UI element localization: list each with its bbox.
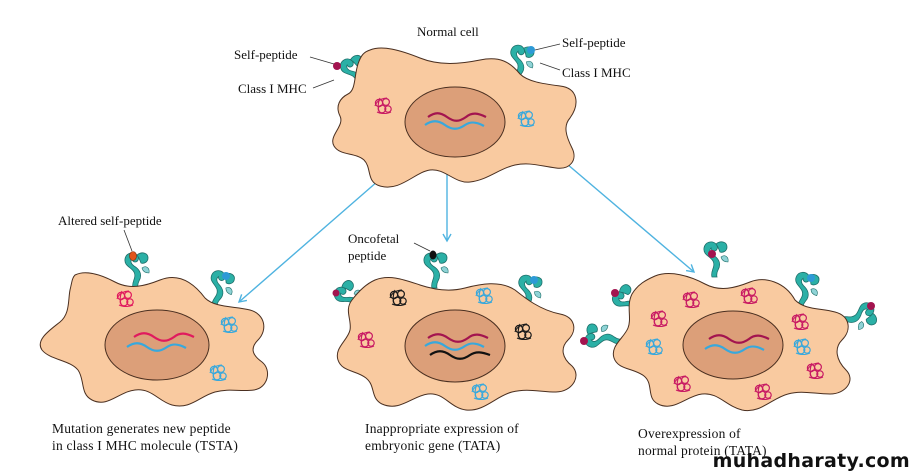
nucleus <box>404 86 506 158</box>
label-oncofetal-line2: peptide <box>348 248 387 263</box>
caption-embryonic-line2: embryonic gene (TATA) <box>365 438 501 453</box>
arrow-to-mutation-cell <box>237 180 379 303</box>
leader-oncofetal-peptide <box>413 242 431 252</box>
mhc-molecule-altered <box>124 252 150 289</box>
mhc-molecule-oncofetal <box>423 252 449 289</box>
oncofetal-peptide <box>429 250 437 260</box>
caption-embryonic-line1: Inappropriate expression of <box>365 421 519 436</box>
self-peptide-blue <box>807 274 815 282</box>
arrow-to-overexpression-cell <box>566 163 696 273</box>
self-peptide-dark <box>708 250 716 258</box>
self-peptide-blue <box>222 272 230 280</box>
caption-overexpression-line2: normal protein (TATA) <box>638 443 767 458</box>
self-peptide-dark <box>611 289 619 297</box>
altered-self-peptide <box>129 251 137 261</box>
caption-overexpression-line1: Overexpression of <box>638 426 741 441</box>
leader-mhc-right <box>539 62 561 71</box>
dna-strand-magenta <box>133 332 195 342</box>
dna-strand-magenta <box>427 112 487 122</box>
dna-strand-blue <box>424 120 485 130</box>
mhc-molecule-top <box>703 241 729 278</box>
self-peptide-right <box>527 46 535 54</box>
dna-strand-blue <box>126 342 187 352</box>
leader-altered-peptide <box>123 229 133 252</box>
caption-embryonic: Inappropriate expression of embryonic ge… <box>365 420 519 454</box>
dna-strand-magenta <box>708 334 770 344</box>
self-peptide-dark <box>580 337 588 345</box>
label-self-peptide-right: Self-peptide <box>562 35 626 50</box>
leader-self-peptide-right <box>534 43 561 51</box>
overexpression-cell <box>580 241 879 412</box>
caption-mutation-line1: Mutation generates new peptide <box>52 421 231 436</box>
nucleus <box>404 309 506 383</box>
embryonic-cell <box>330 242 577 411</box>
normal-cell <box>309 43 577 188</box>
dna-strand-magenta <box>427 333 489 343</box>
label-class-i-mhc-right: Class I MHC <box>562 65 631 80</box>
leader-self-peptide-left <box>309 56 335 65</box>
label-class-i-mhc-left: Class I MHC <box>238 81 307 96</box>
caption-overexpression: Overexpression of normal protein (TATA) <box>638 425 767 459</box>
nucleus <box>104 309 210 381</box>
arrows <box>237 163 696 303</box>
label-oncofetal-line1: Oncofetal <box>348 231 400 246</box>
nucleus <box>682 310 784 380</box>
dna-strand-blue <box>704 344 765 354</box>
leader-mhc-left <box>312 79 335 89</box>
mutation-cell <box>39 229 269 407</box>
normal-cell-title: Normal cell <box>417 24 479 39</box>
self-peptide-dark <box>867 302 875 310</box>
caption-mutation: Mutation generates new peptide in class … <box>52 420 238 454</box>
label-oncofetal-peptide: Oncofetal peptide <box>348 230 399 264</box>
dna-strand-black <box>429 350 491 360</box>
self-peptide-blue <box>530 276 538 284</box>
label-altered-self-peptide: Altered self-peptide <box>58 213 162 228</box>
label-self-peptide-left: Self-peptide <box>234 47 298 62</box>
self-peptide-left <box>333 62 341 70</box>
caption-mutation-line2: in class I MHC molecule (TSTA) <box>52 438 239 453</box>
watermark: muhadharaty.com <box>712 450 910 472</box>
self-peptide-dark <box>332 289 340 297</box>
dna-strand-blue <box>424 341 485 351</box>
